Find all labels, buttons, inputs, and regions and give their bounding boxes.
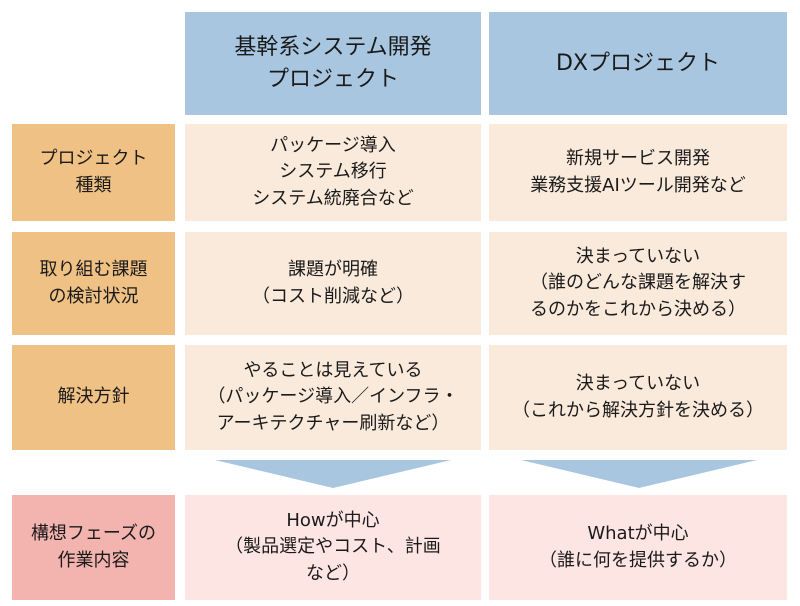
cell-line: など） bbox=[306, 562, 360, 584]
label-line: の検討状況 bbox=[48, 285, 139, 307]
cell-line: （コスト削減など） bbox=[252, 285, 414, 307]
column-header-dx: DXプロジェクト bbox=[489, 12, 787, 115]
cell-line: 決まっていない bbox=[575, 373, 701, 395]
cell-line: Whatが中心 bbox=[587, 523, 689, 545]
cell-line: （パッケージ導入／インフラ・ bbox=[207, 386, 459, 408]
label-line: 構想フェーズの bbox=[30, 523, 157, 545]
cell-line: システム統廃合など bbox=[252, 187, 414, 209]
row-label-concept-phase-work: 構想フェーズの 作業内容 bbox=[12, 495, 175, 600]
column-header-core-system: 基幹系システム開発 プロジェクト bbox=[185, 12, 481, 115]
cell-line: （誰に何を提供するか） bbox=[539, 549, 737, 571]
label-line: 取り組む課題 bbox=[39, 259, 148, 281]
cell-core-solution-policy: やることは見えている （パッケージ導入／インフラ・ アーキテクチャー刷新など） bbox=[185, 345, 481, 450]
label-line: プロジェクト bbox=[39, 148, 148, 170]
header-line: DXプロジェクト bbox=[555, 50, 720, 76]
row-label-project-type: プロジェクト 種類 bbox=[12, 124, 175, 221]
cell-line: るのかをこれから決める） bbox=[530, 298, 746, 320]
cell-core-issue-status: 課題が明確 （コスト削減など） bbox=[185, 232, 481, 335]
cell-line: 課題が明確 bbox=[288, 259, 378, 281]
down-arrow-icon bbox=[521, 460, 757, 488]
cell-line: （製品選定やコスト、計画 bbox=[225, 536, 441, 558]
cell-line: システム移行 bbox=[279, 161, 387, 183]
header-line: プロジェクト bbox=[266, 66, 399, 92]
label-line: 種類 bbox=[75, 174, 112, 196]
cell-line: やることは見えている bbox=[243, 360, 423, 382]
cell-line: （これから解決方針を決める） bbox=[512, 399, 764, 421]
down-arrow-icon bbox=[215, 460, 451, 488]
cell-dx-solution-policy: 決まっていない （これから解決方針を決める） bbox=[489, 345, 787, 450]
label-line: 作業内容 bbox=[57, 549, 130, 571]
label-line: 解決方針 bbox=[57, 386, 130, 408]
row-label-solution-policy: 解決方針 bbox=[12, 345, 175, 450]
cell-line: （誰のどんな課題を解決す bbox=[530, 272, 746, 294]
cell-line: Howが中心 bbox=[286, 510, 380, 532]
row-label-issue-status: 取り組む課題 の検討状況 bbox=[12, 232, 175, 335]
cell-line: 業務支援AIツール開発など bbox=[530, 174, 746, 196]
cell-dx-concept-phase-work: Whatが中心 （誰に何を提供するか） bbox=[489, 495, 787, 600]
cell-core-project-type: パッケージ導入 システム移行 システム統廃合など bbox=[185, 124, 481, 221]
cell-line: アーキテクチャー刷新など） bbox=[216, 412, 450, 434]
cell-core-concept-phase-work: Howが中心 （製品選定やコスト、計画 など） bbox=[185, 495, 481, 600]
cell-dx-issue-status: 決まっていない （誰のどんな課題を解決す るのかをこれから決める） bbox=[489, 232, 787, 335]
cell-dx-project-type: 新規サービス開発 業務支援AIツール開発など bbox=[489, 124, 787, 221]
cell-line: 決まっていない bbox=[575, 246, 701, 268]
cell-line: パッケージ導入 bbox=[270, 135, 396, 157]
cell-line: 新規サービス開発 bbox=[566, 148, 710, 170]
header-line: 基幹系システム開発 bbox=[234, 34, 432, 60]
